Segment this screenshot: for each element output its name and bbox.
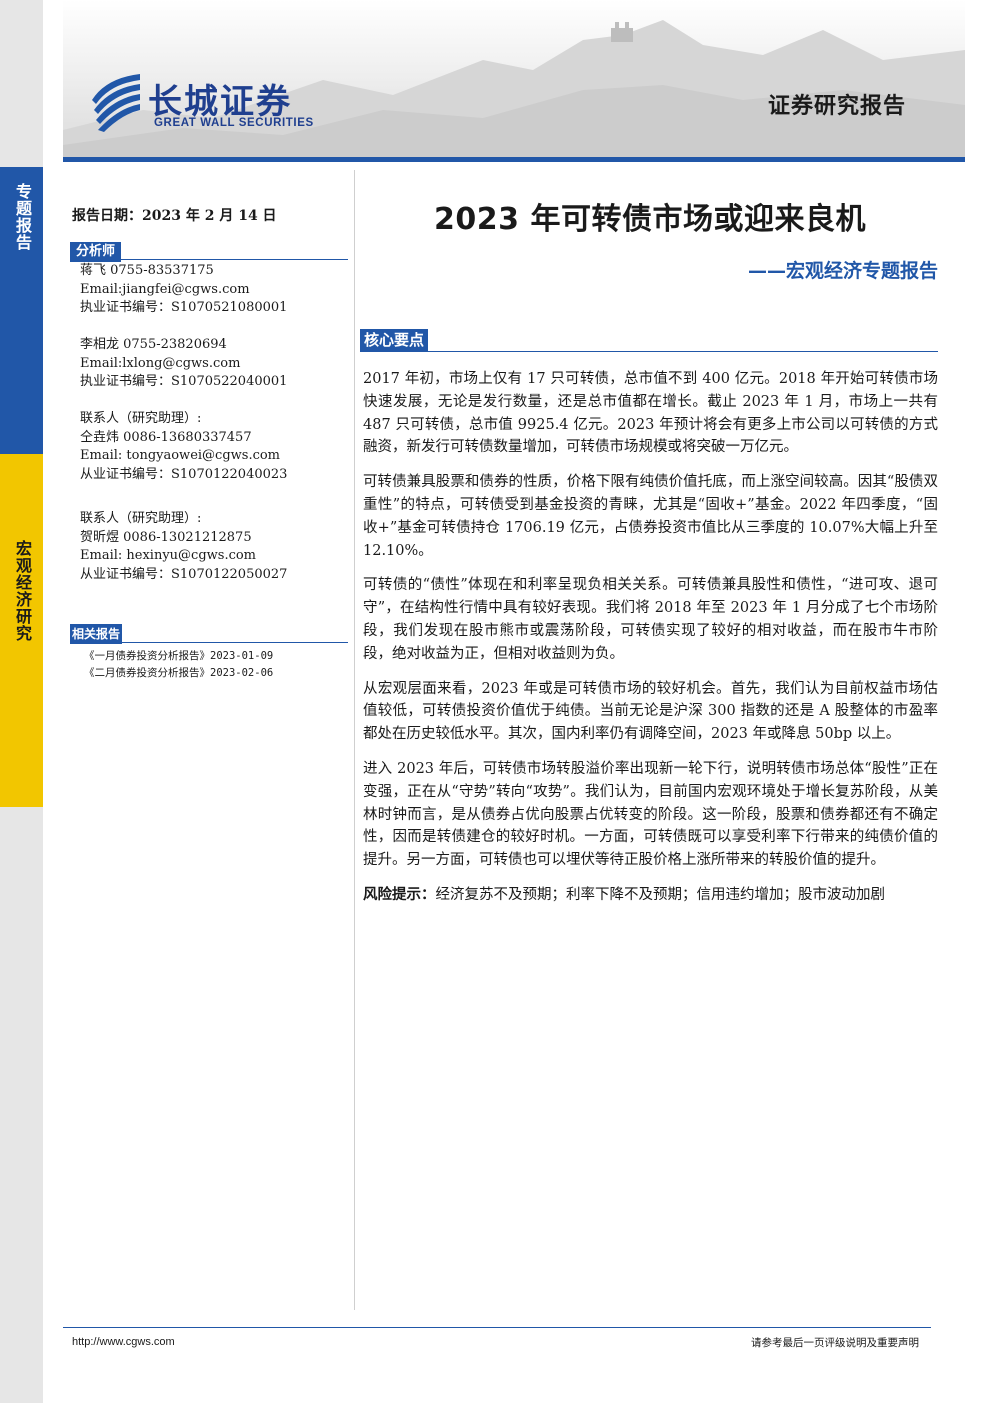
analyst-heading: 分析师 [70,242,122,262]
body-paragraph: 可转债的“债性”体现在和利率呈现负相关关系。可转债兼具股性和债性，“进可攻、退可… [363,577,938,662]
core-points-rule [360,351,938,352]
core-points-section-header: 核心要点 [360,329,938,352]
analyst-header-rule [70,259,348,260]
contact-license: 执业证书编号：S1070522040001 [80,374,288,389]
footer-url-link[interactable]: http://www.cgws.com [72,1336,175,1348]
logo-english-text: GREAT WALL SECURITIES [154,117,314,129]
contact-block-3: 联系人（研究助理）: 仝垚炜 0086-13680337457 Email: t… [80,410,287,484]
risk-label: 风险提示： [363,885,436,903]
contact-email[interactable]: Email: hexinyu@cgws.com [80,548,257,563]
header-banner [63,0,965,160]
contact-name-phone: 蒋飞 0755-83537175 [80,263,214,278]
related-header-rule [70,642,348,643]
contact-block-4: 联系人（研究助理）: 贺昕煜 0086-13021212875 Email: h… [80,510,287,584]
contact-license: 执业证书编号：S1070521080001 [80,300,288,315]
report-subtitle: ——宏观经济专题报告 [747,260,938,282]
report-title: 2023 年可转债市场或迎来良机 [434,202,866,237]
body-paragraph: 2017 年初，市场上仅有 17 只可转债，总市值不到 400 亿元。2018 … [363,371,938,456]
mountain-background-image [63,20,965,160]
side-strip-blue [0,167,43,454]
body-paragraph: 可转债兼具股票和债券的性质，价格下限有纯债价值托底，而上涨空间较高。因其“股债双… [363,474,938,559]
contact-block-1: 蒋飞 0755-83537175 Email:jiangfei@cgws.com… [80,262,287,318]
contact-email[interactable]: Email:lxlong@cgws.com [80,355,241,371]
contact-name-phone: 仝垚炜 0086-13680337457 [80,429,252,445]
contact-name-phone: 李相龙 0755-23820694 [80,337,227,352]
side-label-report-type: 专题报告 [13,183,32,251]
footer-disclaimer-note: 请参考最后一页评级说明及重要声明 [751,1337,919,1349]
related-report-item[interactable]: 《二月债券投资分析报告》2023-02-06 [84,667,274,679]
contact-name-phone: 贺昕煜 0086-13021212875 [80,529,252,545]
analyst-section-header: 分析师 [70,240,348,262]
report-type-label: 证券研究报告 [768,94,907,119]
core-points-heading: 核心要点 [360,329,429,352]
contact-license: 从业证书编号：S1070122050027 [80,566,288,582]
risk-text: 经济复苏不及预期；利率下降不及预期；信用违约增加；股市波动加剧 [435,886,886,903]
logo-chinese-text: 长城证券 [148,82,292,122]
contact-email[interactable]: Email:jiangfei@cgws.com [80,281,250,297]
contact-license: 从业证书编号：S1070122040023 [80,466,288,482]
related-report-item[interactable]: 《一月债券投资分析报告》2023-01-09 [84,650,274,662]
report-body: 2017 年初，市场上仅有 17 只可转债，总市值不到 400 亿元。2018 … [363,368,938,919]
side-label-category: 宏观经济研究 [13,540,32,642]
contact-role: 联系人（研究助理）: [80,511,202,526]
contact-role: 联系人（研究助理）: [80,411,202,426]
related-heading: 相关报告 [70,624,123,644]
body-paragraph: 进入 2023 年后，可转债市场转股溢价率出现新一轮下行，说明转债市场总体“股性… [363,760,938,869]
footer-divider [63,1327,931,1328]
related-section-header: 相关报告 [70,623,348,644]
side-strip-yellow [0,454,43,807]
great-wall-logo-icon [92,74,140,132]
contact-email[interactable]: Email: tongyaowei@cgws.com [80,448,281,463]
header-divider [63,157,965,162]
risk-paragraph: 风险提示：经济复苏不及预期；利率下降不及预期；信用违约增加；股市波动加剧 [363,884,938,907]
report-date: 报告日期：2023 年 2 月 14 日 [72,208,277,224]
contact-block-2: 李相龙 0755-23820694 Email:lxlong@cgws.com … [80,336,287,392]
column-divider [354,170,355,1310]
related-reports-list: 《一月债券投资分析报告》2023-01-09 《二月债券投资分析报告》2023-… [84,648,273,682]
body-paragraph: 从宏观层面来看，2023 年或是可转债市场的较好机会。首先，我们认为目前权益市场… [363,680,938,743]
